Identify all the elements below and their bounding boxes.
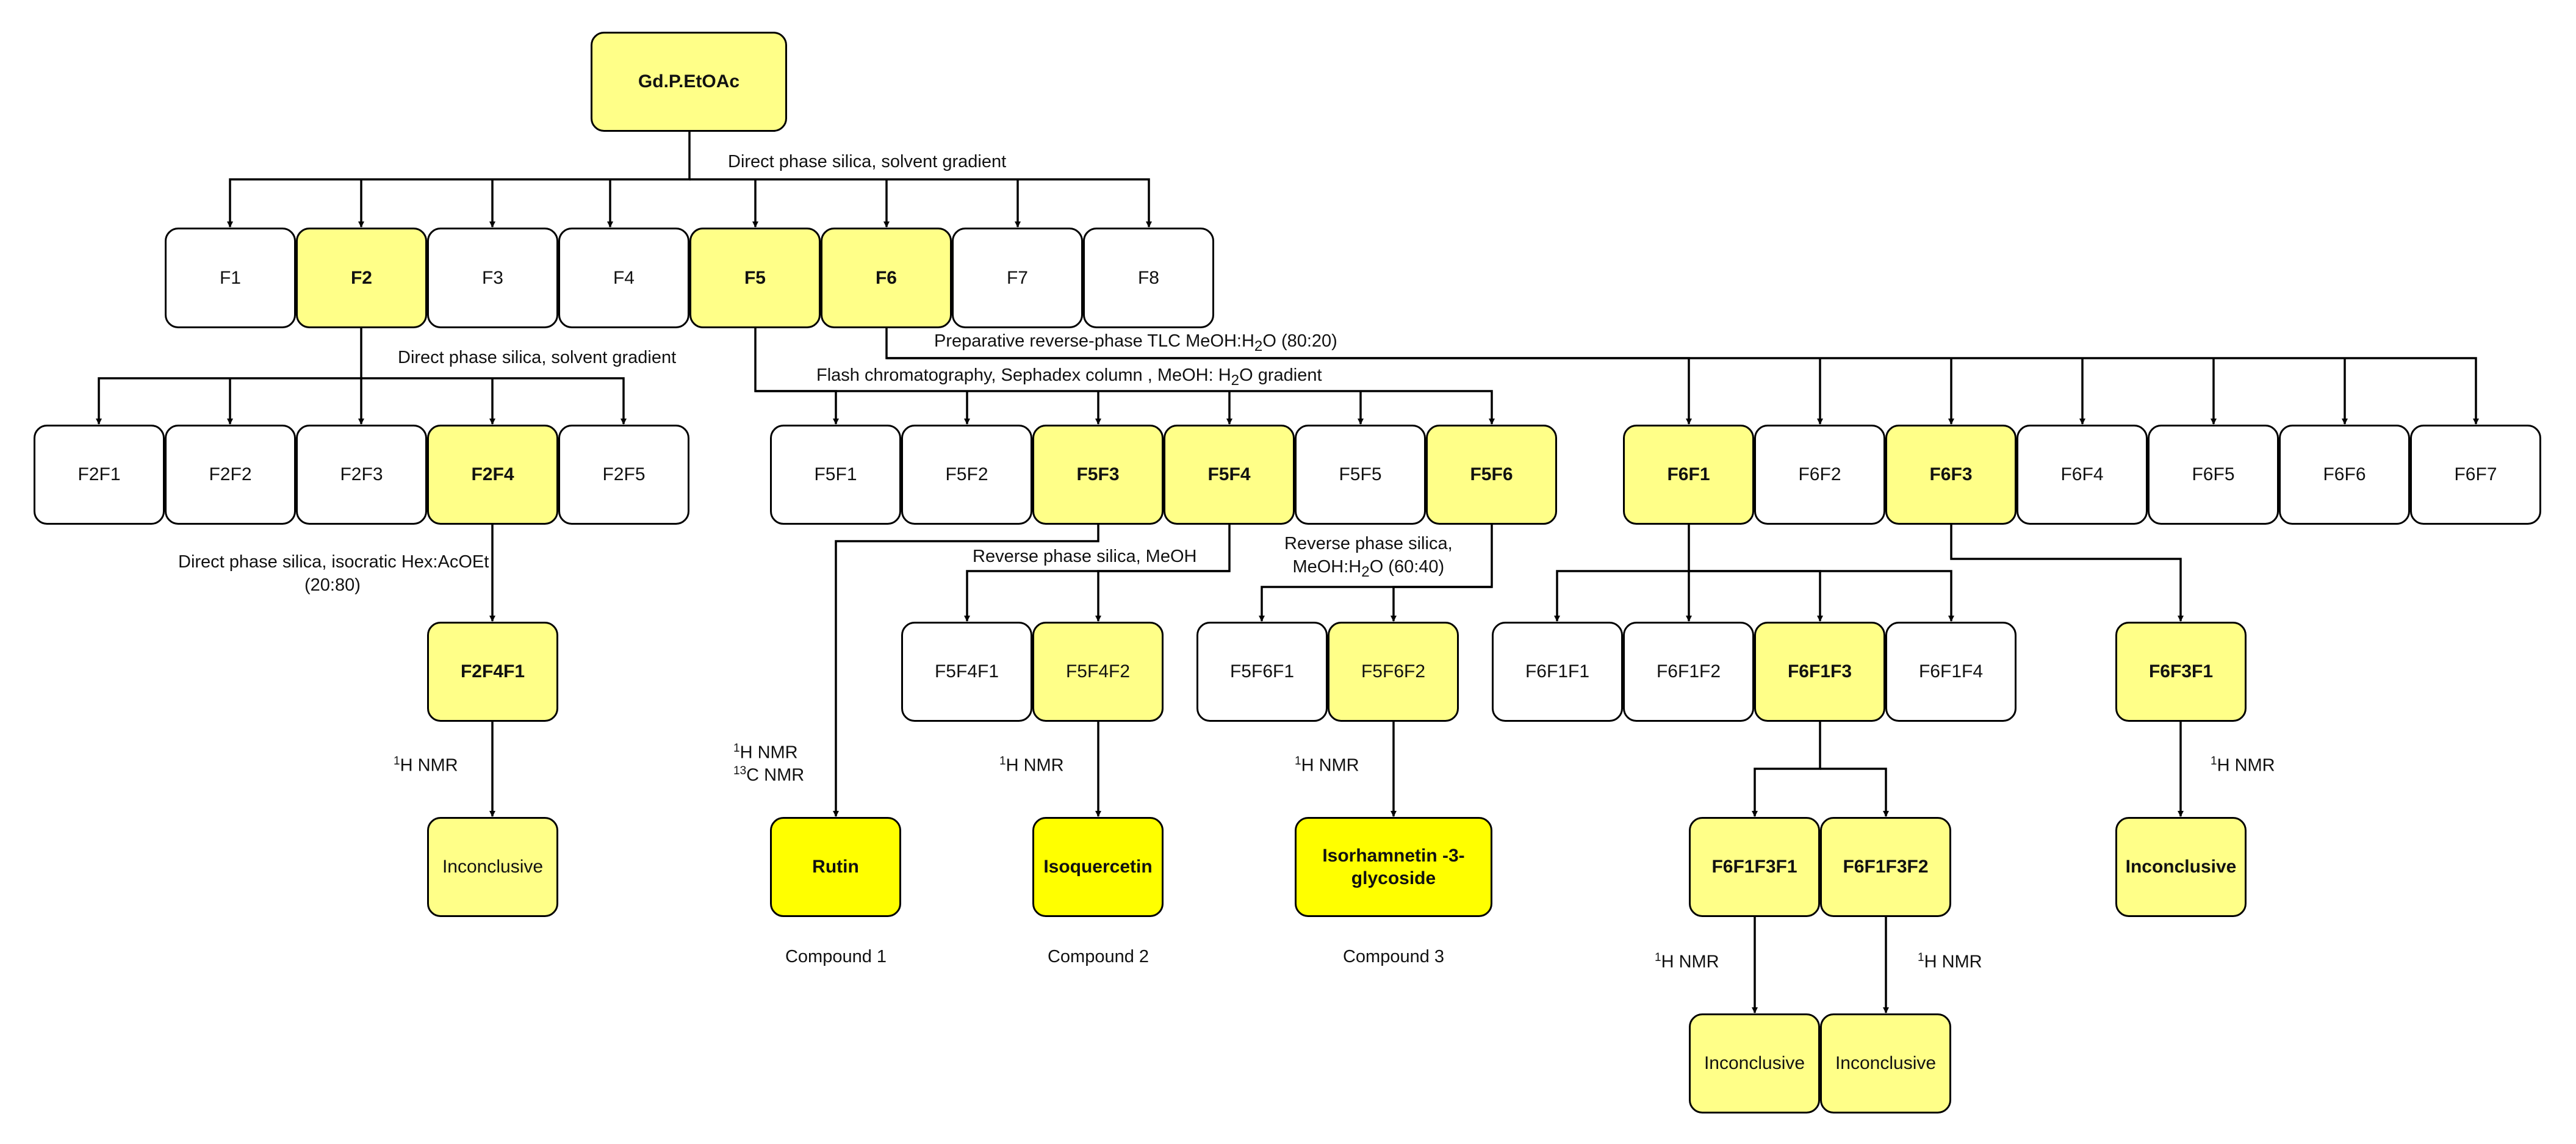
node-f6f1f3f1: F6F1F3F1 bbox=[1689, 817, 1820, 917]
label-f2f4-method-line1: Direct phase silica, isocratic Hex:AcOEt bbox=[178, 552, 489, 572]
node-inconclusive-f6f1f3f1: Inconclusive bbox=[1689, 1013, 1820, 1113]
node-f7: F7 bbox=[952, 228, 1083, 328]
node-gd-p-etoac: Gd.P.EtOAc bbox=[591, 32, 787, 132]
node-f2f4: F2F4 bbox=[427, 425, 558, 525]
node-f6f1f3: F6F1F3 bbox=[1754, 622, 1885, 722]
node-f5f4: F5F4 bbox=[1164, 425, 1295, 525]
label-f5f4-method: Reverse phase silica, MeOH bbox=[973, 547, 1197, 566]
node-f6f1f4: F6F1F4 bbox=[1885, 622, 2017, 722]
node-inconclusive-f6f3f1: Inconclusive bbox=[2115, 817, 2247, 917]
nmr-label-f6f1f3f2: 1H NMR bbox=[1918, 951, 1982, 972]
node-isorhamnetin-3-glycoside: Isorhamnetin -3-glycoside bbox=[1295, 817, 1492, 917]
caption-compound-1: Compound 1 bbox=[785, 947, 887, 966]
label-f5f6-method-line2-text: MeOH:H bbox=[1292, 556, 1362, 577]
node-rutin: Rutin bbox=[770, 817, 901, 917]
node-f4: F4 bbox=[558, 228, 689, 328]
node-f3: F3 bbox=[427, 228, 558, 328]
node-f6f2: F6F2 bbox=[1754, 425, 1885, 525]
node-f5f5: F5F5 bbox=[1295, 425, 1426, 525]
node-inconclusive-f2f4f1: Inconclusive bbox=[427, 817, 558, 917]
node-f6f1: F6F1 bbox=[1623, 425, 1754, 525]
node-f5f4f1: F5F4F1 bbox=[901, 622, 1032, 722]
node-f6f1f1: F6F1F1 bbox=[1492, 622, 1623, 722]
node-f6f7: F6F7 bbox=[2410, 425, 2541, 525]
node-inconclusive-f6f1f3f2: Inconclusive bbox=[1820, 1013, 1951, 1113]
label-f5f6-method: Reverse phase silica, MeOH:H2O (60:40) bbox=[1284, 533, 1453, 581]
node-f5: F5 bbox=[689, 228, 821, 328]
node-f6f4: F6F4 bbox=[2017, 425, 2148, 525]
node-f5f4f2: F5F4F2 bbox=[1032, 622, 1164, 722]
label-f6-method-text-end: O (80:20) bbox=[1262, 331, 1337, 351]
node-f6f3f1: F6F3F1 bbox=[2115, 622, 2247, 722]
node-f6f1f3f2: F6F1F3F2 bbox=[1820, 817, 1951, 917]
label-f5-method: Flash chromatography, Sephadex column , … bbox=[816, 364, 1322, 390]
label-f5-method-text-end: O gradient bbox=[1239, 365, 1322, 385]
node-f2f5: F2F5 bbox=[558, 425, 689, 525]
label-f5-method-text: Flash chromatography, Sephadex column , … bbox=[816, 365, 1231, 385]
node-f2f2: F2F2 bbox=[165, 425, 296, 525]
label-f2f4-method-line2: (20:80) bbox=[304, 575, 361, 595]
node-f1: F1 bbox=[165, 228, 296, 328]
label-f5f6-method-line2-sub: 2 bbox=[1361, 563, 1370, 580]
node-f6f6: F6F6 bbox=[2279, 425, 2410, 525]
node-f2: F2 bbox=[296, 228, 427, 328]
node-f8: F8 bbox=[1083, 228, 1214, 328]
nmr-label-isorhamnetin: 1H NMR bbox=[1295, 755, 1359, 775]
nmr-label-f2f4f1: 1H NMR bbox=[394, 755, 458, 775]
label-root-method: Direct phase silica, solvent gradient bbox=[728, 152, 1007, 171]
label-f2-method: Direct phase silica, solvent gradient bbox=[398, 348, 677, 367]
node-f2f1: F2F1 bbox=[34, 425, 165, 525]
node-f6: F6 bbox=[821, 228, 952, 328]
node-f2f3: F2F3 bbox=[296, 425, 427, 525]
label-f2f4-method: Direct phase silica, isocratic Hex:AcOEt… bbox=[178, 551, 542, 597]
nmr-label-isoquercetin: 1H NMR bbox=[999, 755, 1064, 775]
caption-compound-2: Compound 2 bbox=[1047, 947, 1149, 966]
node-f6f1f2: F6F1F2 bbox=[1623, 622, 1754, 722]
caption-compound-3: Compound 3 bbox=[1342, 947, 1445, 966]
node-f5f6f1: F5F6F1 bbox=[1196, 622, 1328, 722]
label-f5f6-method-line2: MeOH:H2O (60:40) bbox=[1284, 556, 1453, 581]
label-f5f6-method-line1: Reverse phase silica, bbox=[1284, 534, 1453, 553]
node-f2f4f1: F2F4F1 bbox=[427, 622, 558, 722]
node-f6f5: F6F5 bbox=[2148, 425, 2279, 525]
node-f5f6f2: F5F6F2 bbox=[1328, 622, 1459, 722]
nmr-label-f6f1f3f1: 1H NMR bbox=[1655, 951, 1719, 972]
label-f5f6-method-line2-text-end: O (60:40) bbox=[1369, 556, 1445, 577]
node-f5f2: F5F2 bbox=[901, 425, 1032, 525]
label-f6-method-sub: 2 bbox=[1254, 337, 1263, 354]
node-f5f6: F5F6 bbox=[1426, 425, 1557, 525]
nmr-label-f6f3f1: 1H NMR bbox=[2211, 755, 2275, 775]
label-f6-method-text: Preparative reverse-phase TLC MeOH:H bbox=[934, 331, 1254, 351]
label-f6-method: Preparative reverse-phase TLC MeOH:H2O (… bbox=[934, 330, 1337, 356]
node-isoquercetin: Isoquercetin bbox=[1032, 817, 1164, 917]
nmr-label-rutin: 1H NMR 13C NMR bbox=[733, 742, 805, 785]
node-f6f3: F6F3 bbox=[1885, 425, 2017, 525]
node-f5f1: F5F1 bbox=[770, 425, 901, 525]
label-f5-method-sub: 2 bbox=[1231, 372, 1240, 389]
node-f5f3: F5F3 bbox=[1032, 425, 1164, 525]
